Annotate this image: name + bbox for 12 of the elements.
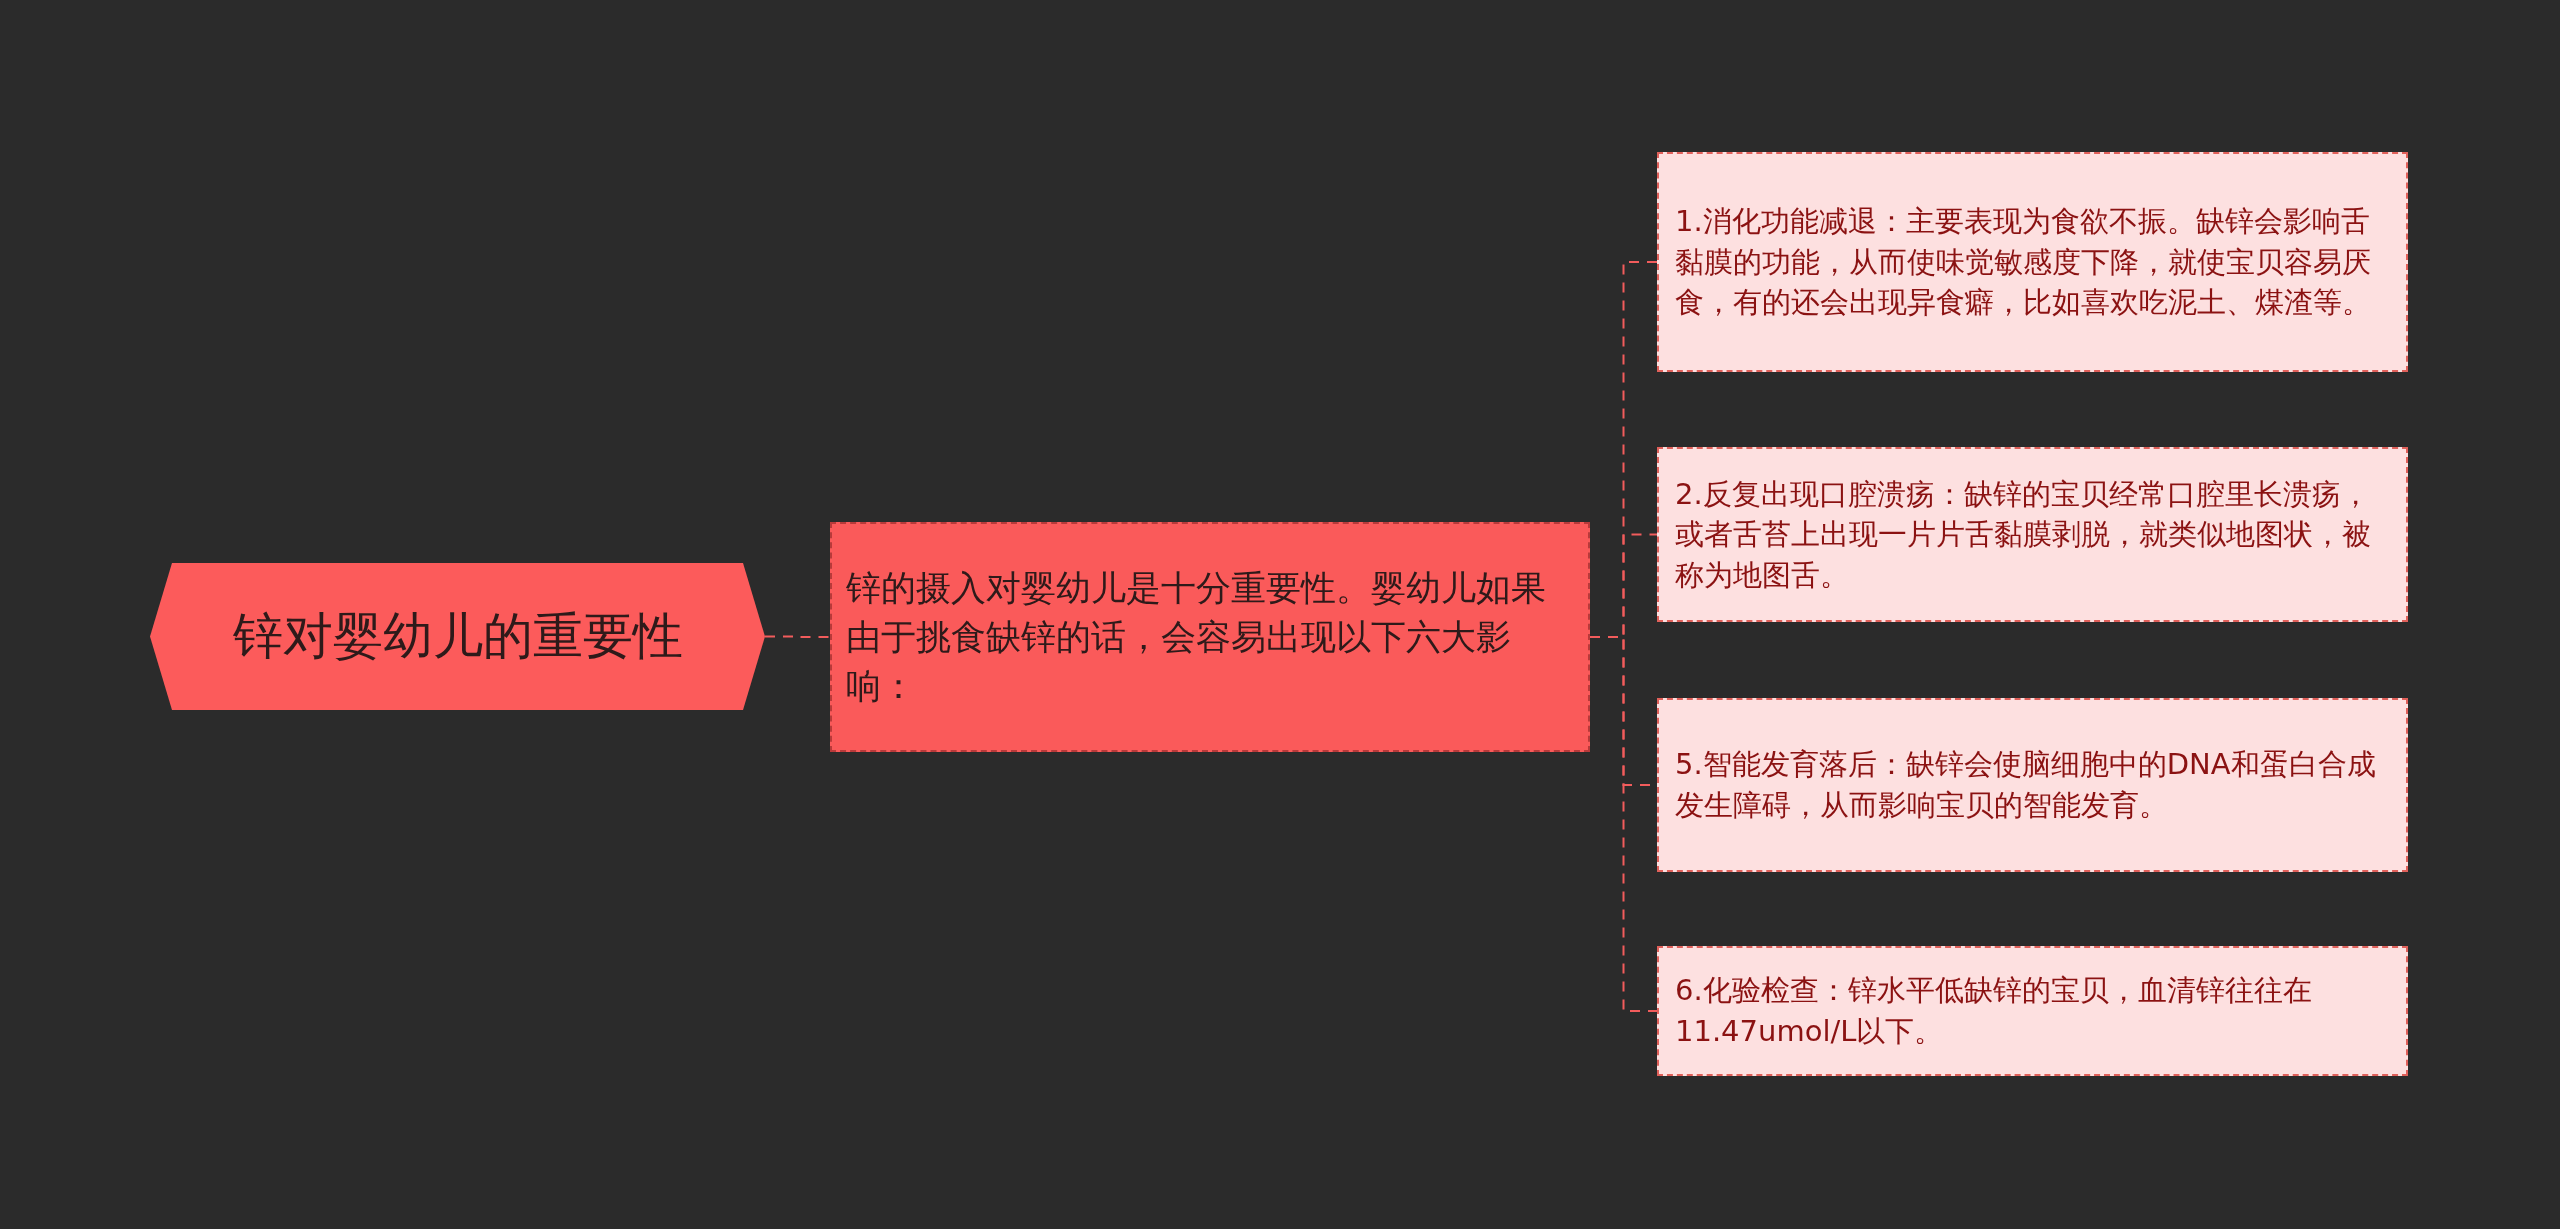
subtopic-text: 1.消化功能减退：主要表现为食欲不振。缺锌会影响舌黏膜的功能，从而使味觉敏感度下降，就使宝贝容易厌食，有的还会出现异食癖，比如喜欢吃泥土、煤渣等。 bbox=[1675, 203, 2372, 322]
subtopic-box bbox=[1657, 946, 2408, 1076]
connector-line bbox=[764, 635, 831, 638]
subtopic-text: 6.化验检查：锌水平低缺锌的宝贝，血清锌往往在11.47umol/L以下。 bbox=[1675, 972, 2313, 1050]
subtopic-text: 2.反复出现口腔溃疡：缺锌的宝贝经常口腔里长溃疡，或者舌苔上出现一片片舌黏膜剥脱，就类似地图状，被称为地图舌。 bbox=[1675, 475, 2372, 594]
subtopic-box bbox=[1657, 698, 2408, 872]
topic-text: 锌的摄入对婴幼儿是十分重要性。婴幼儿如果由于挑食缺锌的话，会容易出现以下六大影响： bbox=[846, 566, 1547, 708]
topic-title: 锌对婴幼儿的重要性 bbox=[232, 606, 683, 668]
subtopic-text: 5.智能发育落后：缺锌会使脑细胞中的DNA和蛋白合成发生障碍，从而影响宝贝的智能发育。 bbox=[1675, 746, 2377, 824]
subtopic-box bbox=[1657, 152, 2408, 372]
topic-box bbox=[830, 522, 1590, 752]
subtopic-box bbox=[1657, 447, 2408, 622]
